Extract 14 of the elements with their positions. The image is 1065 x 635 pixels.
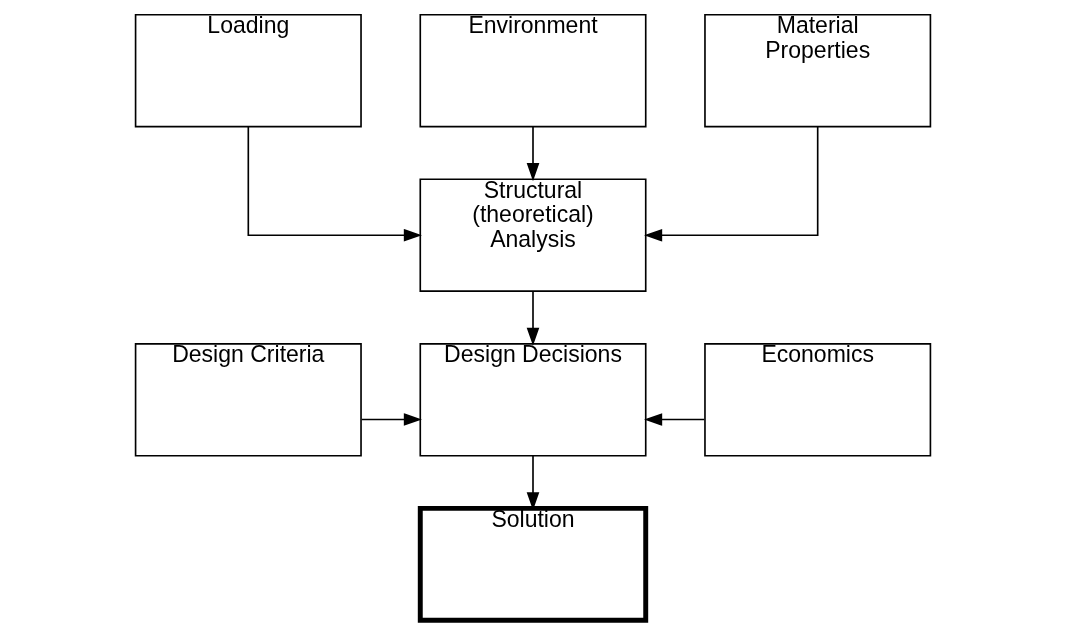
node-box: Solution xyxy=(417,505,648,623)
arrow xyxy=(643,413,705,426)
node-box: Loading xyxy=(134,13,362,128)
arrow xyxy=(643,125,818,242)
node-box: Economics xyxy=(703,343,931,457)
arrow xyxy=(360,413,422,426)
node-box: Design Criteria xyxy=(134,343,362,457)
arrow xyxy=(526,126,539,182)
node-box: Environment xyxy=(418,13,647,128)
arrow xyxy=(247,125,422,242)
node-box: Design Decisions xyxy=(418,343,647,457)
node-box: Structural (theoretical) Analysis xyxy=(418,178,647,292)
arrow xyxy=(526,290,539,346)
node-box: Material Properties xyxy=(703,13,931,128)
